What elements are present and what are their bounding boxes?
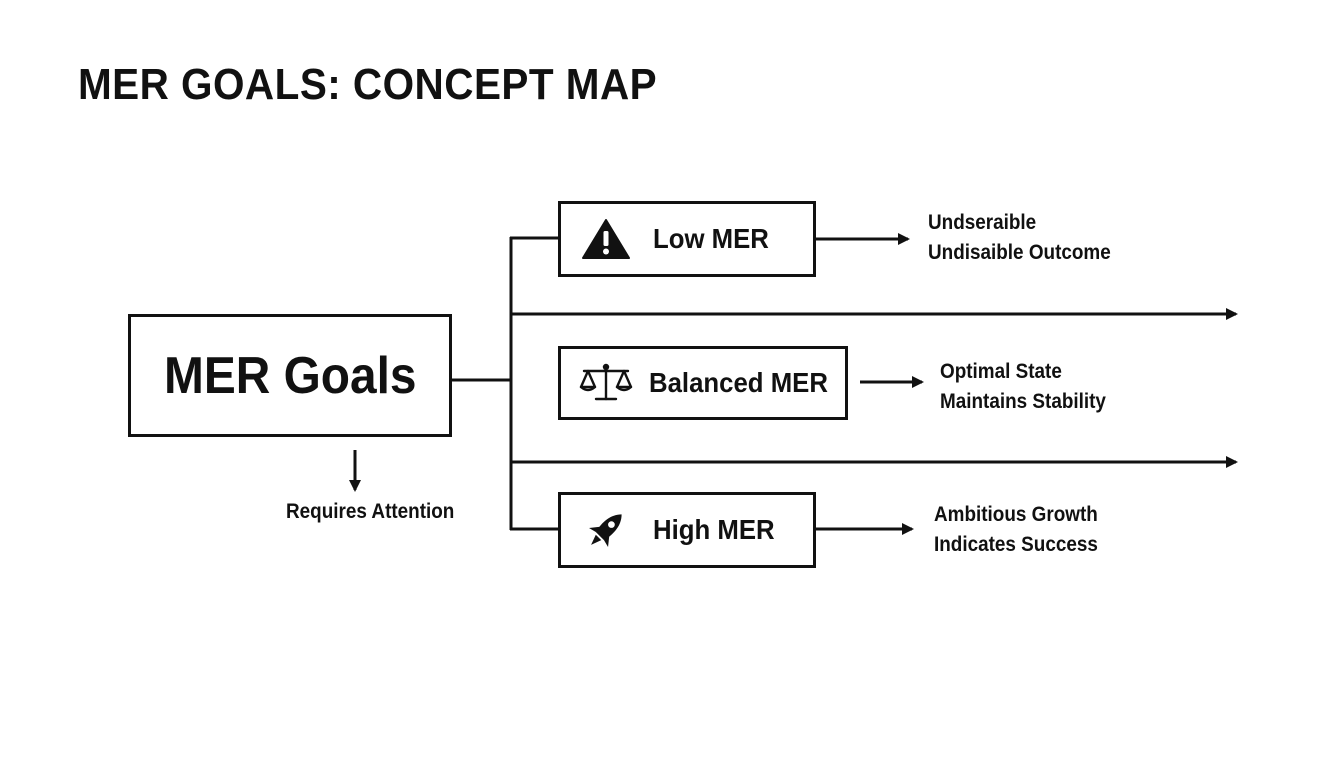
branch-node-balanced-mer[interactable]: Balanced MER: [558, 346, 848, 420]
root-note: Requires Attention: [286, 500, 455, 523]
outcome-line: Ambitious Growth: [934, 503, 1098, 526]
warning-icon: [582, 219, 630, 259]
branch-label: Low MER: [653, 223, 769, 254]
outcome-high-mer: Ambitious Growth Indicates Success: [934, 500, 1098, 560]
branch-label: High MER: [653, 514, 775, 545]
branch-node-low-mer[interactable]: Low MER: [558, 201, 816, 277]
outcome-line: Maintains Stability: [940, 390, 1106, 413]
rocket-icon: [589, 514, 622, 547]
outcome-low-mer: Undseraible Undisaible Outcome: [928, 208, 1111, 268]
outcome-line: Optimal State: [940, 360, 1062, 383]
outcome-line: Undseraible: [928, 211, 1037, 234]
branch-label: Balanced MER: [649, 367, 828, 398]
root-label: MER Goals: [163, 346, 417, 405]
page-title: MER GOALS: CONCEPT MAP: [78, 60, 658, 109]
outcome-balanced-mer: Optimal State Maintains Stability: [940, 357, 1106, 417]
outcome-line: Indicates Success: [934, 533, 1098, 556]
scale-icon: [579, 363, 633, 401]
outcome-line: Undisaible Outcome: [928, 241, 1111, 264]
branch-node-high-mer[interactable]: High MER: [558, 492, 816, 568]
root-node[interactable]: MER Goals: [128, 314, 452, 437]
